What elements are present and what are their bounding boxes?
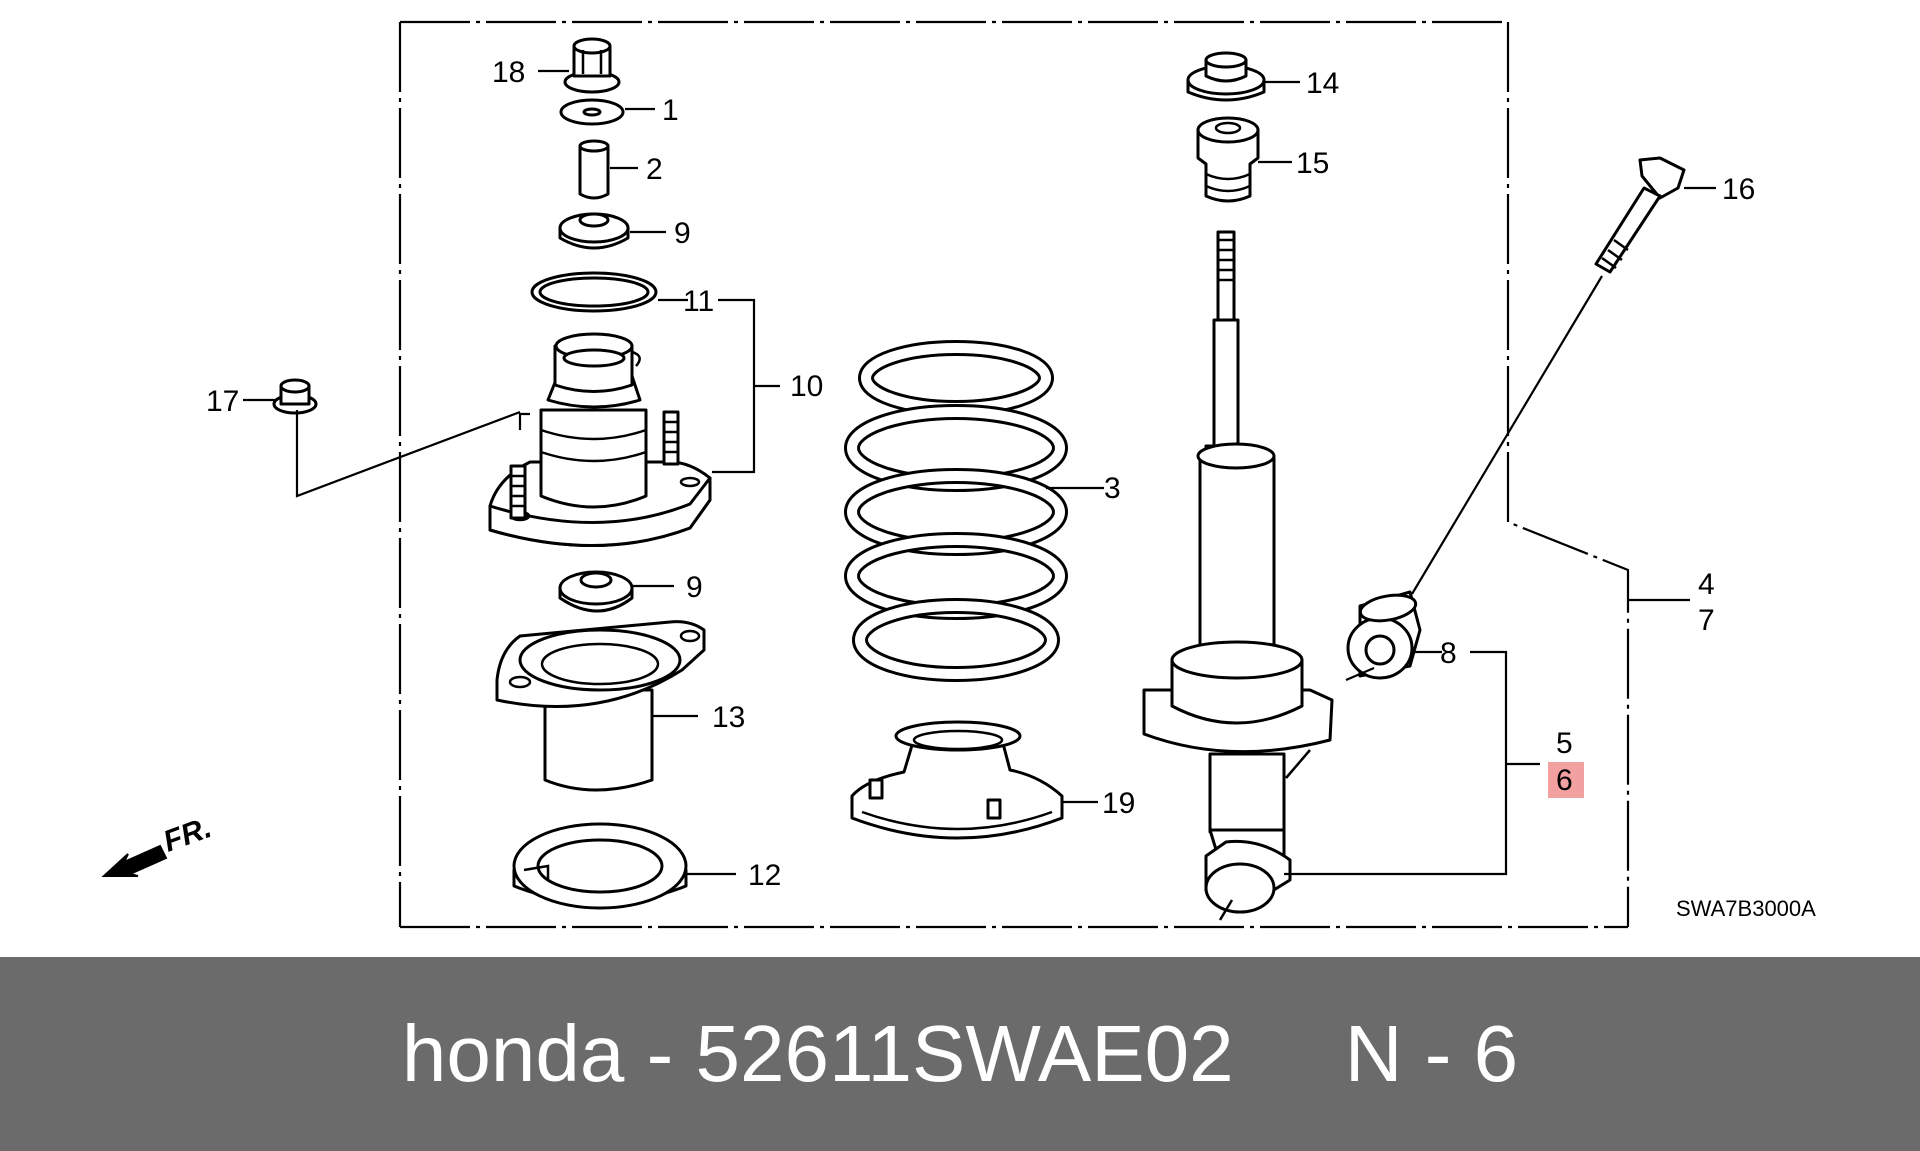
callout-16: 16	[1722, 173, 1755, 206]
part-o-ring[interactable]	[530, 271, 658, 313]
part-flange-nut[interactable]	[563, 37, 621, 94]
callout-5: 5	[1556, 727, 1573, 760]
callout-10: 10	[790, 370, 823, 403]
part-washer[interactable]	[559, 98, 625, 126]
callout-3: 3	[1104, 472, 1121, 505]
callout-11: 11	[683, 285, 714, 318]
callout-6-highlight	[1548, 762, 1584, 798]
leader-lines	[243, 69, 1716, 876]
callout-13: 13	[712, 701, 745, 734]
part-bushing-lower[interactable]	[558, 570, 634, 613]
part-upper-mount-base[interactable]	[488, 332, 712, 547]
callout-14: 14	[1306, 67, 1339, 100]
part-lower-spring-seat[interactable]	[512, 822, 688, 910]
part-bump-stop[interactable]	[1196, 116, 1260, 203]
part-collar[interactable]	[578, 139, 610, 200]
callout-12: 12	[748, 859, 781, 892]
callout-8: 8	[1440, 637, 1457, 670]
part-bushing-upper[interactable]	[558, 212, 630, 250]
callout-7: 7	[1698, 604, 1715, 637]
part-spring-seat[interactable]	[495, 620, 706, 792]
callout-9-upper: 9	[674, 217, 691, 250]
callout-2: 2	[646, 153, 663, 186]
part-number-caption: honda - 52611SWAE02 N - 6	[401, 1009, 1519, 1098]
part-coil-spring[interactable]	[844, 340, 1068, 682]
part-nut-17[interactable]	[272, 378, 318, 415]
front-direction-arrow: FR.	[101, 811, 216, 877]
part-mount-cap[interactable]	[1186, 51, 1266, 102]
part-bolt[interactable]	[1594, 156, 1686, 274]
callout-15: 15	[1296, 147, 1329, 180]
front-marker-label: FR.	[159, 811, 216, 859]
callout-19: 19	[1102, 787, 1135, 820]
part-dust-boot[interactable]	[850, 720, 1064, 840]
callout-9-lower: 9	[686, 571, 703, 604]
diagram-code: SWA7B3000A	[1676, 896, 1816, 921]
part-shock-absorber[interactable]	[1142, 230, 1334, 921]
callout-6: 6	[1556, 764, 1573, 797]
callout-17: 17	[206, 385, 239, 418]
part-rubber-bushing[interactable]	[1346, 590, 1422, 680]
callout-labels: 18 1 2 9 11 10 17 9 13 12 3 19 14 15 16 …	[206, 56, 1755, 892]
assembly-frame	[398, 20, 1630, 929]
callout-1: 1	[662, 94, 679, 127]
callout-4: 4	[1698, 568, 1715, 601]
footer-bar: honda - 52611SWAE02 N - 6	[0, 957, 1920, 1151]
callout-18: 18	[492, 56, 525, 89]
parts-diagram: 18 1 2 9 11 10 17 9 13 12 3 19 14 15 16 …	[101, 20, 1816, 929]
